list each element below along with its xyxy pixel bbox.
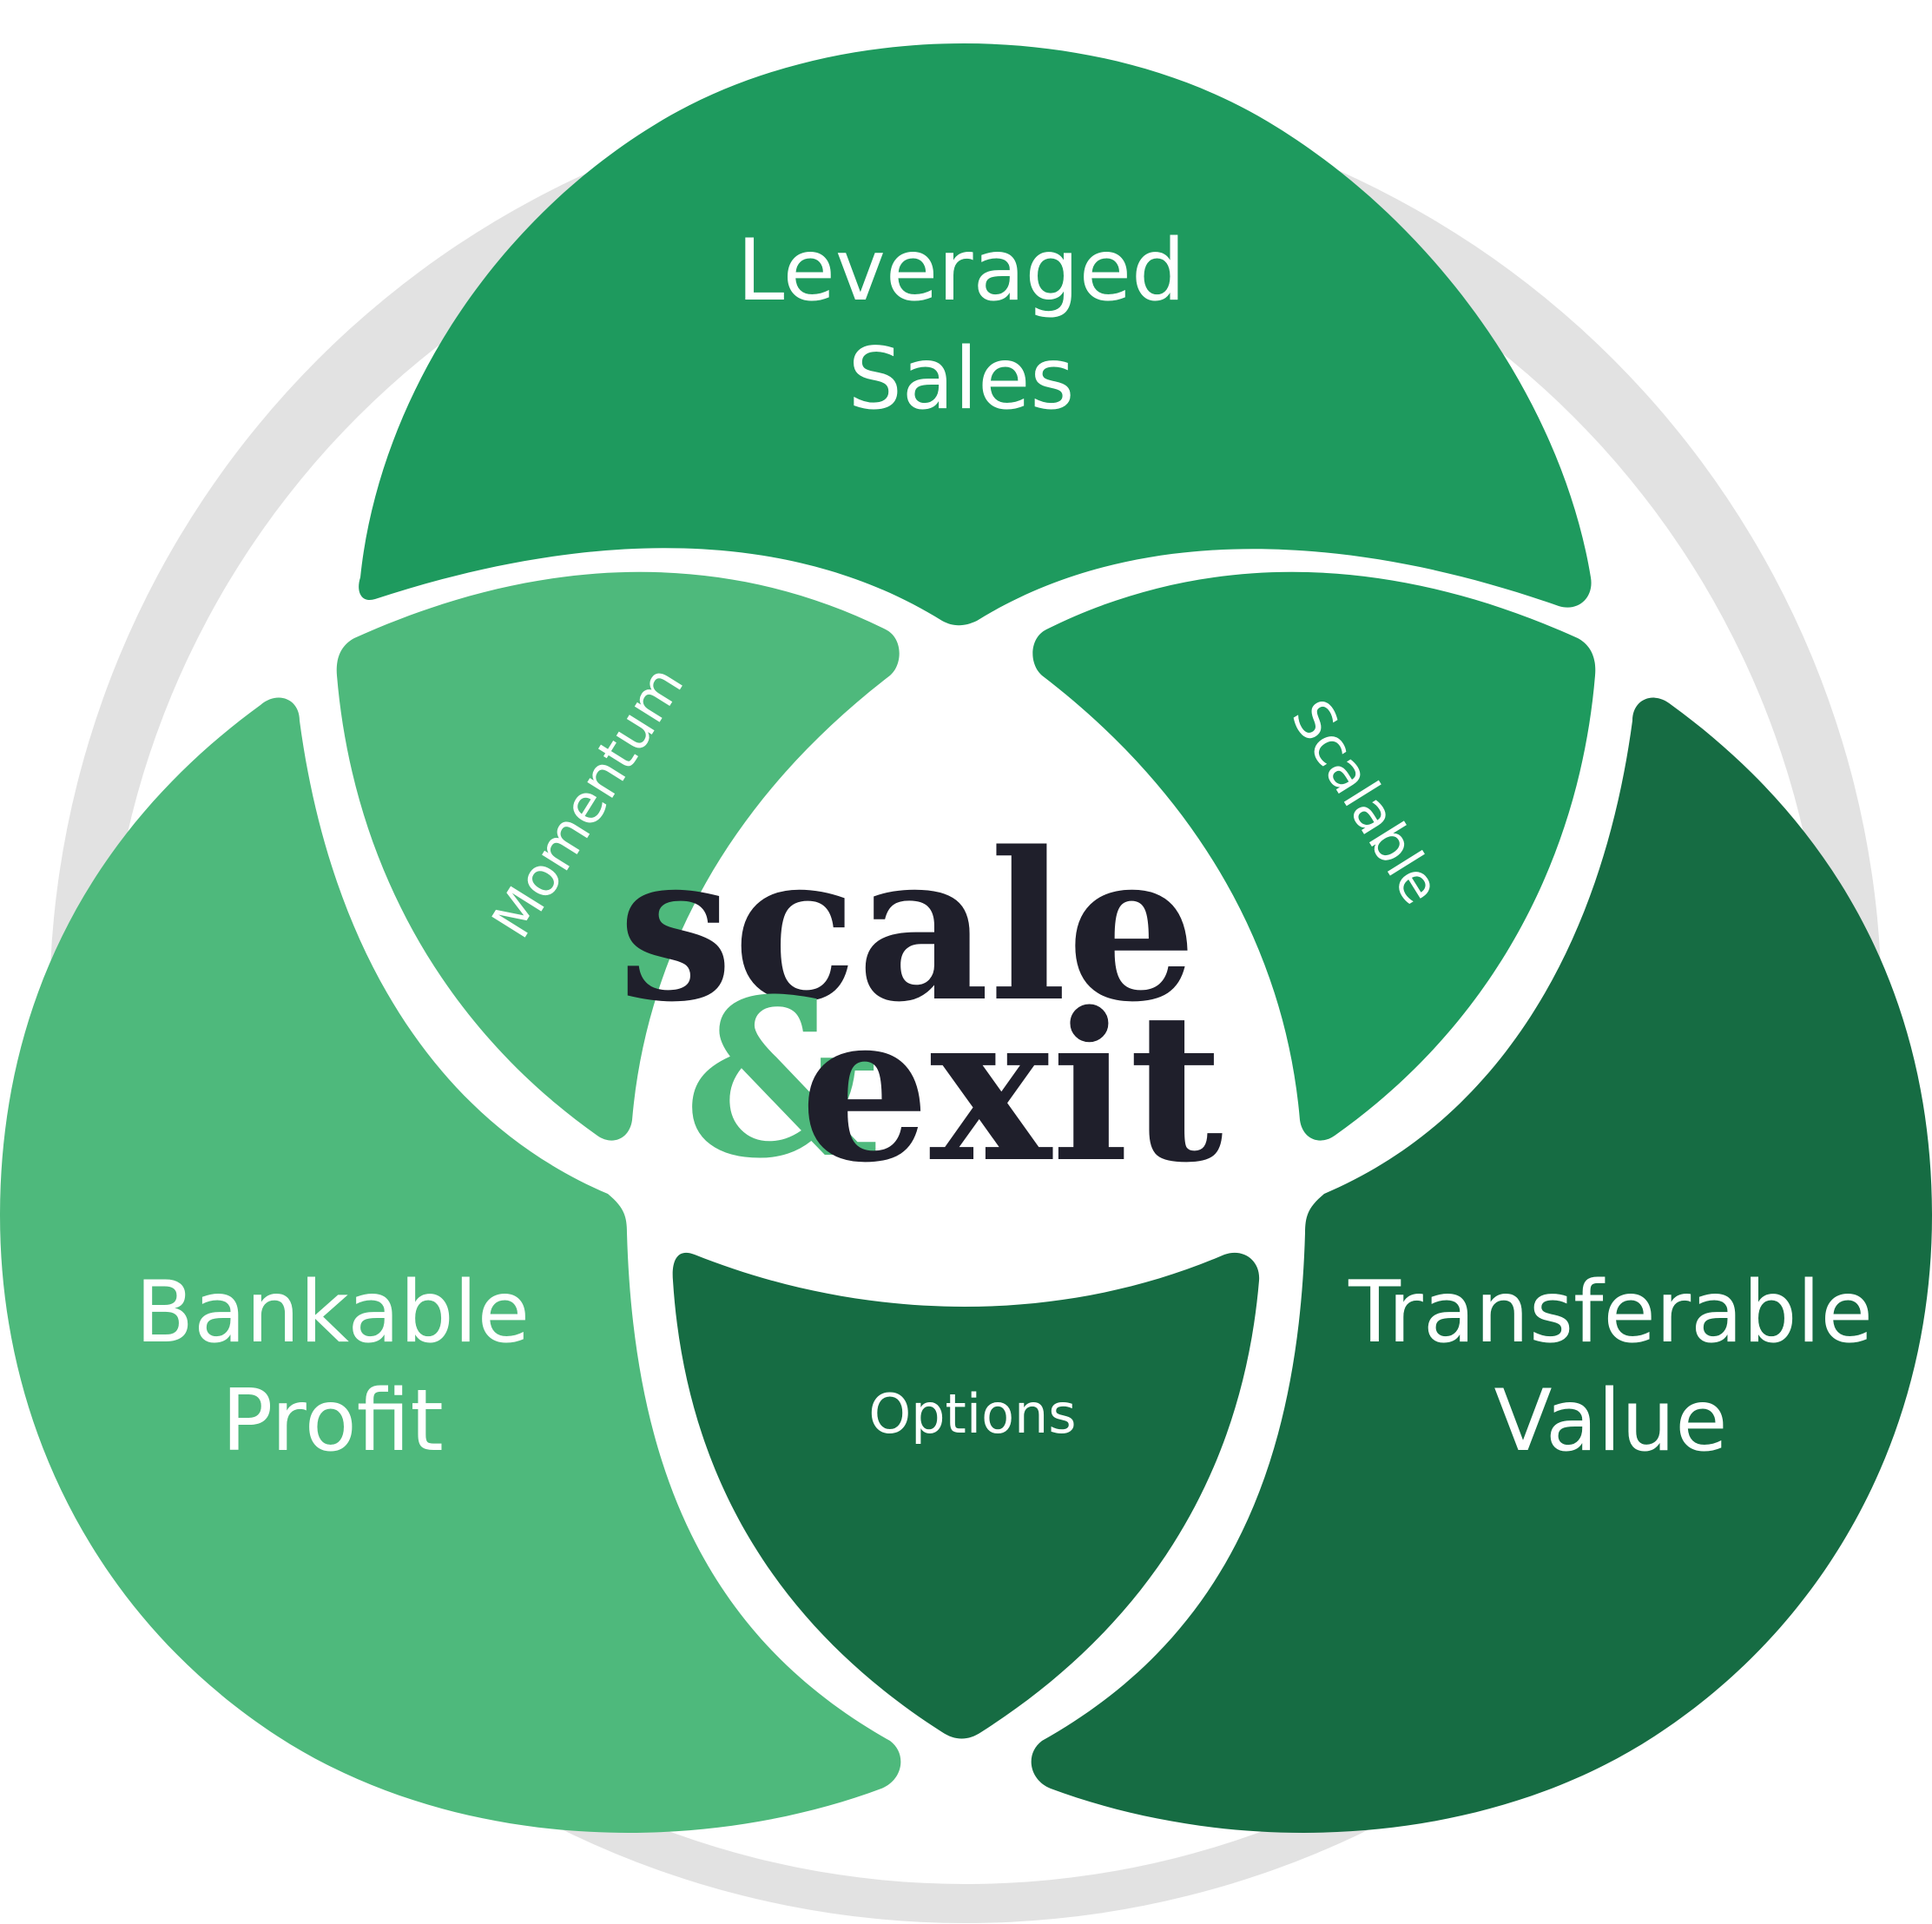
brand-logo: scale & exit: [618, 807, 1223, 1208]
label-options: Options: [868, 1382, 1076, 1446]
segment-leveraged-sales: [359, 43, 1592, 626]
segment-momentum: [336, 571, 900, 1141]
label-bankable-line2: Profit: [221, 1372, 444, 1471]
logo-word-scale: scale: [618, 807, 1197, 1047]
label-leveraged-line2: Sales: [848, 330, 1075, 429]
label-bankable-line1: Bankable: [135, 1263, 530, 1362]
logo-ampersand: &: [683, 951, 880, 1206]
segment-bankable-profit: [0, 697, 901, 1833]
label-transferable-line1: Transferable: [1348, 1263, 1873, 1362]
segment-options: [672, 1252, 1260, 1739]
label-leveraged-line1: Leveraged: [737, 221, 1186, 320]
segment-transferable-value: [1031, 697, 1932, 1833]
segment-scalable: [1032, 571, 1596, 1141]
logo-word-exit: exit: [800, 968, 1223, 1208]
label-transferable-line2: Value: [1494, 1372, 1727, 1471]
